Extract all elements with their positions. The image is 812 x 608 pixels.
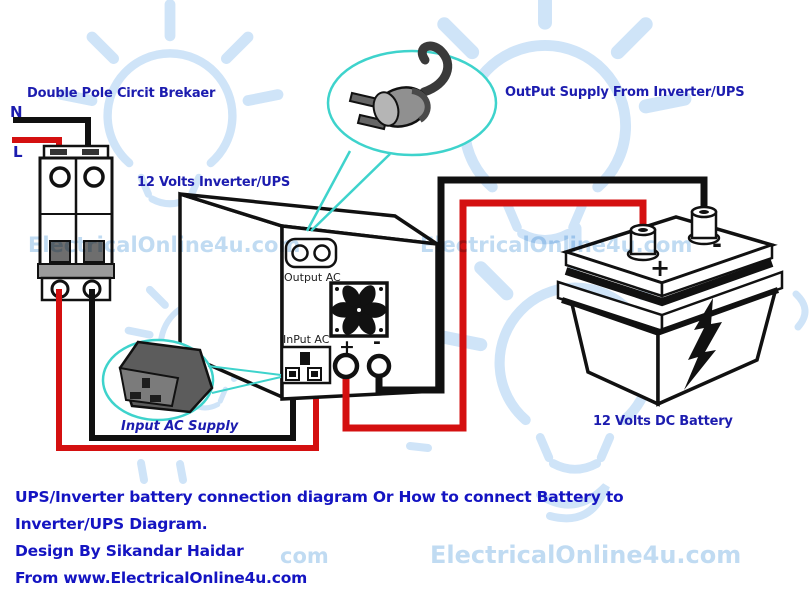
breaker-label: Double Pole Circit Brekaer xyxy=(27,86,216,101)
output-supply-label: OutPut Supply From Inverter/UPS xyxy=(505,85,744,100)
bulb-fragment xyxy=(176,460,187,484)
battery-label: 12 Volts DC Battery xyxy=(593,414,733,429)
diagram-labels: Double Pole Circit Brekaer N L 12 Volts … xyxy=(10,85,745,434)
bulb-flourish xyxy=(536,483,610,523)
plug-icon xyxy=(348,41,453,131)
battery-terminal-plus xyxy=(626,223,660,262)
breaker-indicator xyxy=(83,166,105,188)
input-ac-label: InPut AC xyxy=(283,333,330,346)
c13-connector-icon xyxy=(118,340,214,414)
wire-dc-positive xyxy=(342,199,647,432)
output-ac-label: Output AC xyxy=(284,271,341,284)
dc-terminal-minus xyxy=(366,353,392,379)
input-ac-socket xyxy=(280,345,332,385)
live-label: L xyxy=(13,143,23,161)
inverter-label: 12 Volts Inverter/UPS xyxy=(137,175,290,190)
inverter-box xyxy=(178,191,439,401)
watermark-text: ElectricalOnline4u.com xyxy=(420,233,692,257)
breaker-toggle xyxy=(83,240,105,263)
site-watermarks: ElectricalOnline4u.com ElectricalOnline4… xyxy=(28,233,741,569)
wire-neutral-run xyxy=(89,289,296,441)
fan-icon xyxy=(329,281,389,338)
wire-dc-negative xyxy=(375,176,708,394)
input-supply-label: Input AC Supply xyxy=(121,419,239,434)
battery-terminal-minus xyxy=(687,205,721,246)
caption-line-1: UPS/Inverter battery connection diagram … xyxy=(15,488,623,506)
breaker-toggle xyxy=(49,240,71,263)
breaker-indicator xyxy=(49,166,71,188)
caption-line-2: Inverter/UPS Diagram. xyxy=(15,515,207,533)
battery-plus-mark: + xyxy=(650,254,670,282)
lightbulb-watermarks xyxy=(62,0,809,523)
inverter-dc-terminals xyxy=(332,352,392,380)
caption-line-4: From www.ElectricalOnline4u.com xyxy=(15,569,307,587)
battery-side-face xyxy=(656,289,778,407)
bulb-fragment xyxy=(792,290,809,331)
lightning-bolt-icon xyxy=(684,298,722,390)
plug-callout xyxy=(305,41,498,232)
circuit-breaker xyxy=(37,144,115,302)
battery-minus-mark: - xyxy=(712,230,722,258)
caption-line-3: Design By Sikandar Haidar xyxy=(15,542,244,560)
caption-block: UPS/Inverter battery connection diagram … xyxy=(15,488,624,587)
watermark-fragment: com xyxy=(280,544,329,568)
wire-live-run xyxy=(56,289,319,451)
watermark-text: ElectricalOnline4u.com xyxy=(28,233,300,257)
watermark-text: ElectricalOnline4u.com xyxy=(430,541,741,569)
plus-mark: + xyxy=(339,336,355,358)
bulb-fragment xyxy=(137,459,148,484)
battery: + - xyxy=(556,205,784,407)
bulb-fragment xyxy=(406,442,432,452)
wire-neutral xyxy=(13,117,91,152)
input-supply-callout xyxy=(101,338,282,422)
dc-wires xyxy=(342,176,708,432)
dc-terminal-plus xyxy=(332,352,360,380)
output-ac-socket xyxy=(284,237,338,269)
neutral-label: N xyxy=(10,103,23,121)
minus-mark: - xyxy=(373,331,381,353)
breaker-to-inverter-wires xyxy=(56,289,319,451)
